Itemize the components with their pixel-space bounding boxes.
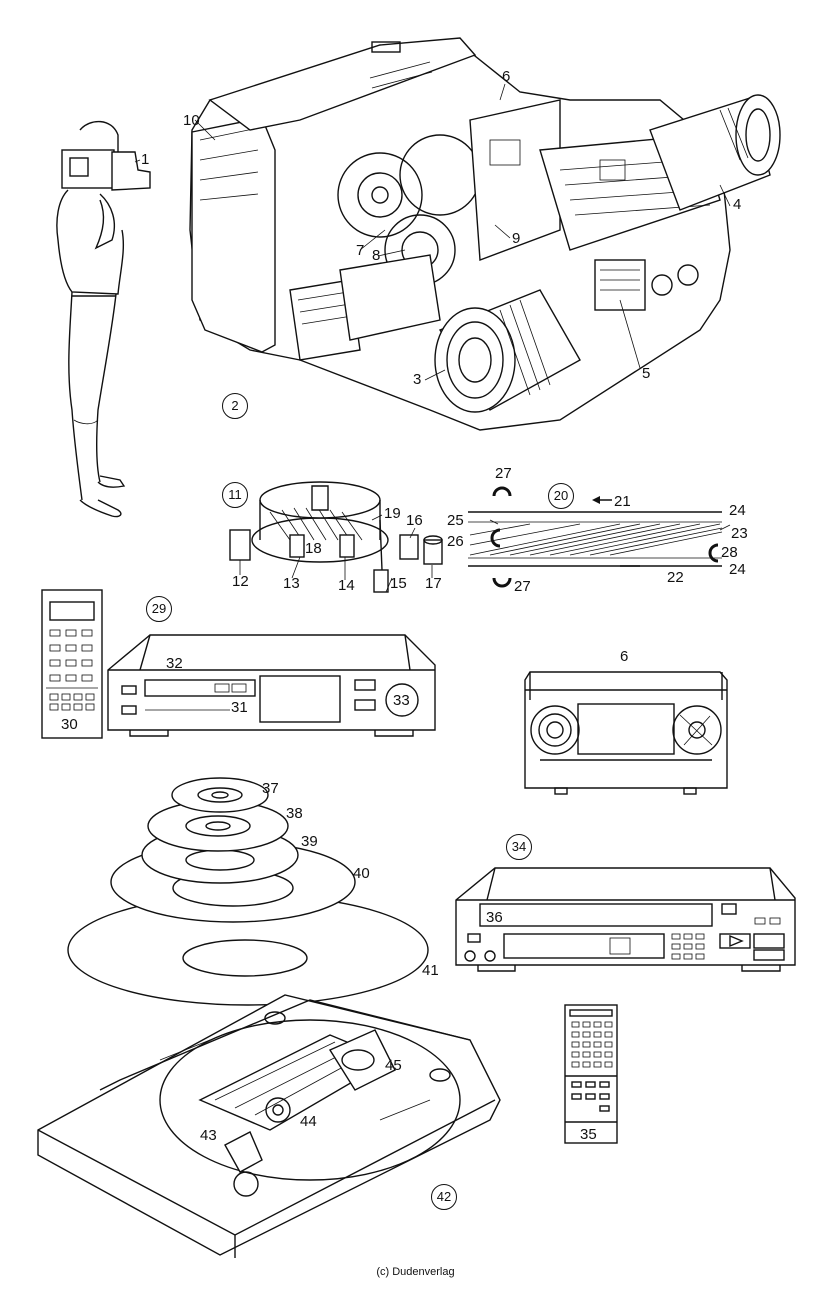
label-39: 39: [301, 833, 318, 850]
label-40: 40: [353, 865, 370, 882]
label-27-top: 27: [495, 465, 512, 482]
label-42: 42: [431, 1184, 457, 1210]
label-37: 37: [262, 780, 279, 797]
label-3: 3: [413, 371, 422, 388]
label-13: 13: [283, 575, 300, 592]
label-14: 14: [338, 577, 355, 594]
label-21: 21: [614, 493, 631, 510]
video-recorder: [107, 634, 436, 737]
label-1: 1: [141, 151, 150, 168]
label-29: 29: [146, 596, 172, 622]
label-30: 30: [61, 716, 78, 733]
label-38: 38: [286, 805, 303, 822]
label-6-cassette: 6: [620, 648, 629, 665]
label-20: 20: [548, 483, 574, 509]
leader-lines: [134, 83, 731, 593]
label-12: 12: [232, 573, 249, 590]
label-9: 9: [512, 230, 521, 247]
label-8: 8: [372, 247, 381, 264]
cd-player: [455, 867, 796, 972]
video-cassette: [524, 671, 728, 795]
label-16: 16: [406, 512, 423, 529]
disc-sizes: [67, 777, 429, 1006]
head-drum-assembly: [229, 481, 443, 593]
label-27-bottom: 27: [514, 578, 531, 595]
label-33: 33: [393, 692, 410, 709]
copyright-credit: (c) Dudenverlag: [376, 1266, 455, 1278]
person-figure: [56, 120, 151, 518]
label-35: 35: [580, 1126, 597, 1143]
cd-remote: [564, 1004, 618, 1144]
label-10: 10: [183, 112, 200, 129]
label-7: 7: [356, 242, 365, 259]
label-31: 31: [231, 699, 248, 716]
label-45: 45: [385, 1057, 402, 1074]
label-43: 43: [200, 1127, 217, 1144]
cd-drive-mechanism: [37, 994, 501, 1258]
label-34: 34: [506, 834, 532, 860]
label-18: 18: [305, 540, 322, 557]
label-22: 22: [667, 569, 684, 586]
label-41: 41: [422, 962, 439, 979]
label-15: 15: [390, 575, 407, 592]
tape-track-diagram: [468, 486, 723, 588]
camcorder-cutaway: [189, 37, 781, 431]
label-26: 26: [447, 533, 464, 550]
label-32: 32: [166, 655, 183, 672]
label-4: 4: [733, 196, 742, 213]
label-28: 28: [721, 544, 738, 561]
label-36: 36: [486, 909, 503, 926]
label-25: 25: [447, 512, 464, 529]
label-19: 19: [384, 505, 401, 522]
label-11: 11: [222, 482, 248, 508]
video-remote: [41, 589, 103, 739]
label-5: 5: [642, 365, 651, 382]
label-44: 44: [300, 1113, 317, 1130]
label-24-bottom: 24: [729, 561, 746, 578]
label-2: 2: [222, 393, 248, 419]
label-6: 6: [502, 68, 511, 85]
label-23: 23: [731, 525, 748, 542]
label-17: 17: [425, 575, 442, 592]
label-24-top: 24: [729, 502, 746, 519]
